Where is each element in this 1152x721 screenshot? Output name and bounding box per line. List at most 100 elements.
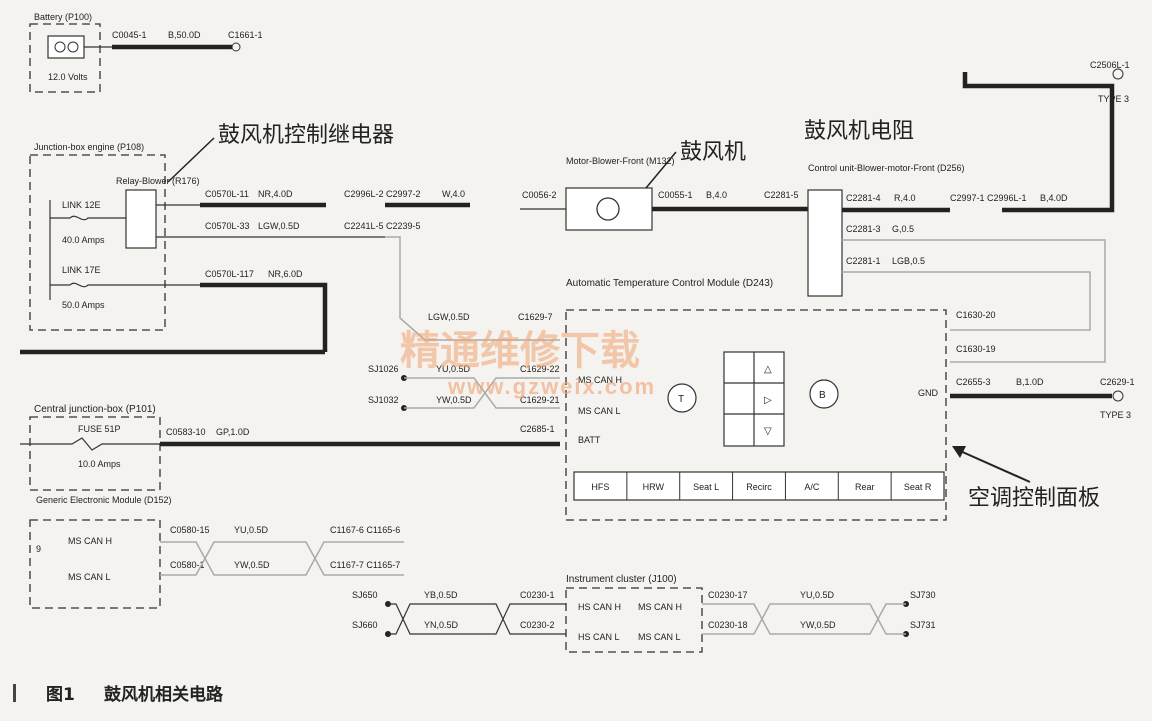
can-splices: SJ1026 SJ1032 YU,0.5D YW,0.5D: [368, 364, 560, 411]
instrument-cluster: Instrument cluster (J100) HS CAN H MS CA…: [352, 574, 936, 653]
ic-c1: C0230-1: [520, 590, 555, 600]
blower-control-unit: Control unit-Blower-motor-Front (D256) C…: [807, 60, 1130, 363]
atc-button-rear[interactable]: Rear: [855, 482, 875, 492]
ic-c2: C0230-2: [520, 620, 555, 630]
ctrl-top-conn: C2506L-1: [1090, 60, 1130, 70]
battery-conn1: C0045-1: [112, 30, 147, 40]
ic-sj4: SJ731: [910, 620, 936, 630]
ctrl-p1-end: C2997-1 C2996L-1: [950, 193, 1027, 203]
sj1032: SJ1032: [368, 395, 399, 405]
atc-c2: C1629-22: [520, 364, 560, 374]
ic-title: Instrument cluster (J100): [566, 574, 677, 585]
atc-button-seat-r[interactable]: Seat R: [904, 482, 932, 492]
cjb-conn: C0583-10: [166, 427, 206, 437]
atc-r2: C1630-19: [956, 344, 996, 354]
cjb-amp: 10.0 Amps: [78, 459, 121, 469]
gem-l: MS CAN L: [68, 572, 111, 582]
btn-right[interactable]: ▷: [764, 395, 772, 406]
figure-caption: 图1 鼓风机相关电路: [13, 684, 224, 705]
sj1026: SJ1026: [368, 364, 399, 374]
gem-c1: C0580-15: [170, 525, 210, 535]
jbe-w1-b: W,4.0: [442, 189, 465, 199]
atc-c1: C1629-7: [518, 312, 553, 322]
ctrl-type: TYPE 3: [1098, 94, 1129, 104]
atc-mscanh: MS CAN H: [578, 375, 622, 385]
battery-title: Battery (P100): [34, 12, 92, 22]
jbe-w2-conn: C0570L-33: [205, 221, 250, 231]
atc-title: Automatic Temperature Control Module (D2…: [566, 278, 773, 289]
gem-title: Generic Electronic Module (D152): [36, 495, 172, 505]
jbe-w2: LGW,0.5D: [258, 221, 300, 231]
ic-yu: YU,0.5D: [800, 590, 835, 600]
blower-ctrl-title: Control unit-Blower-motor-Front (D256): [808, 163, 965, 173]
ic-hsh: HS CAN H: [578, 602, 621, 612]
jbe-w3: NR,6.0D: [268, 269, 303, 279]
label-resistor: 鼓风机电阻: [804, 119, 914, 144]
atc-button-row: HFS HRW Seat L Recirc A/C Rear Seat R: [591, 472, 932, 500]
ctrl-p2-wire: G,0.5: [892, 224, 914, 234]
ic-msh: MS CAN H: [638, 602, 682, 612]
atc-button-hfs[interactable]: HFS: [591, 482, 609, 492]
splice-yw: YW,0.5D: [436, 395, 472, 405]
atc-type: TYPE 3: [1100, 410, 1131, 420]
atc-gnd: GND: [918, 388, 939, 398]
annotations: 鼓风机控制继电器 鼓风机 鼓风机电阻 空调控制面板: [167, 119, 1100, 511]
ctrl-p1-wire: R,4.0: [894, 193, 916, 203]
blower-end-conn: C2281-5: [764, 190, 799, 200]
battery-volts: 12.0 Volts: [48, 72, 88, 82]
atc-mscanl: MS CAN L: [578, 406, 621, 416]
gem-module: Generic Electronic Module (D152) 9 MS CA…: [29, 495, 404, 609]
central-junction-box: Central junction-box (P101) FUSE 51P 10.…: [20, 404, 560, 491]
gem-num: 9: [36, 544, 41, 554]
atc-batt: BATT: [578, 435, 601, 445]
atc-button-seat-l[interactable]: Seat L: [693, 482, 719, 492]
atc-c3: C1629-21: [520, 395, 560, 405]
blower-knob-label: B: [819, 390, 826, 401]
atc-button-a-c[interactable]: A/C: [804, 482, 820, 492]
caption-text: 鼓风机相关电路: [104, 684, 224, 705]
gem-e1: C1167-6 C1165-6: [330, 525, 400, 535]
ic-yn: YN,0.5D: [424, 620, 459, 630]
junction-box-engine: Junction-box engine (P108) Relay-Blower …: [29, 142, 560, 352]
blower-knob[interactable]: [809, 379, 839, 409]
battery-wire: B,50.0D: [168, 30, 201, 40]
gem-yu: YU,0.5D: [234, 525, 269, 535]
watermark-url: www.gzweix.com: [447, 374, 656, 399]
splice-yu: YU,0.5D: [436, 364, 471, 374]
jbe-w3-conn: C0570L-117: [205, 269, 254, 279]
ic-sj3: SJ730: [910, 590, 936, 600]
jbe-relay: Relay-Blower (R176): [116, 176, 200, 186]
ic-sj2: SJ660: [352, 620, 378, 630]
gem-c2: C0580-1: [170, 560, 205, 570]
ic-yw: YW,0.5D: [800, 620, 836, 630]
label-panel: 空调控制面板: [968, 486, 1100, 511]
atc-button-recirc[interactable]: Recirc: [746, 482, 772, 492]
blower-motor-title-line: Motor-Blower-Front (M132): [566, 156, 675, 166]
cjb-fuse: FUSE 51P: [78, 424, 121, 434]
jbe-amp1: 40.0 Amps: [62, 235, 105, 245]
cjb-title: Central junction-box (P101): [34, 404, 156, 415]
gem-e2: C1167-7 C1165-7: [330, 560, 400, 570]
atc-gnd-wire: B,1.0D: [1016, 377, 1044, 387]
blower-motor-block: Motor-Blower-Front (M132) C0056-2 C0055-…: [520, 156, 808, 231]
label-relay: 鼓风机控制继电器: [218, 123, 394, 148]
gem-h: MS CAN H: [68, 536, 112, 546]
battery-block: Battery (P100) 12.0 Volts C0045-1 B,50.0…: [29, 12, 263, 93]
jbe-link2: LINK 17E: [62, 265, 101, 275]
blower-wire: B,4.0: [706, 190, 727, 200]
jbe-w1-end: C2996L-2 C2997-2: [344, 189, 421, 199]
btn-down[interactable]: ▽: [764, 426, 772, 437]
atc-button-hrw[interactable]: HRW: [643, 482, 665, 492]
temp-knob[interactable]: [667, 383, 697, 413]
ic-c3: C0230-17: [708, 590, 748, 600]
btn-up[interactable]: △: [764, 364, 772, 375]
atc-r1: C1630-20: [956, 310, 996, 320]
ic-hsl: HS CAN L: [578, 632, 620, 642]
atc-c4: C2685-1: [520, 424, 555, 434]
cjb-wire: GP,1.0D: [216, 427, 250, 437]
caption-fig: 图1: [46, 685, 75, 705]
atc-gnd-end: C2629-1: [1100, 377, 1135, 387]
atc-module: Automatic Temperature Control Module (D2…: [428, 278, 1135, 521]
ctrl-p2: C2281-3: [846, 224, 881, 234]
